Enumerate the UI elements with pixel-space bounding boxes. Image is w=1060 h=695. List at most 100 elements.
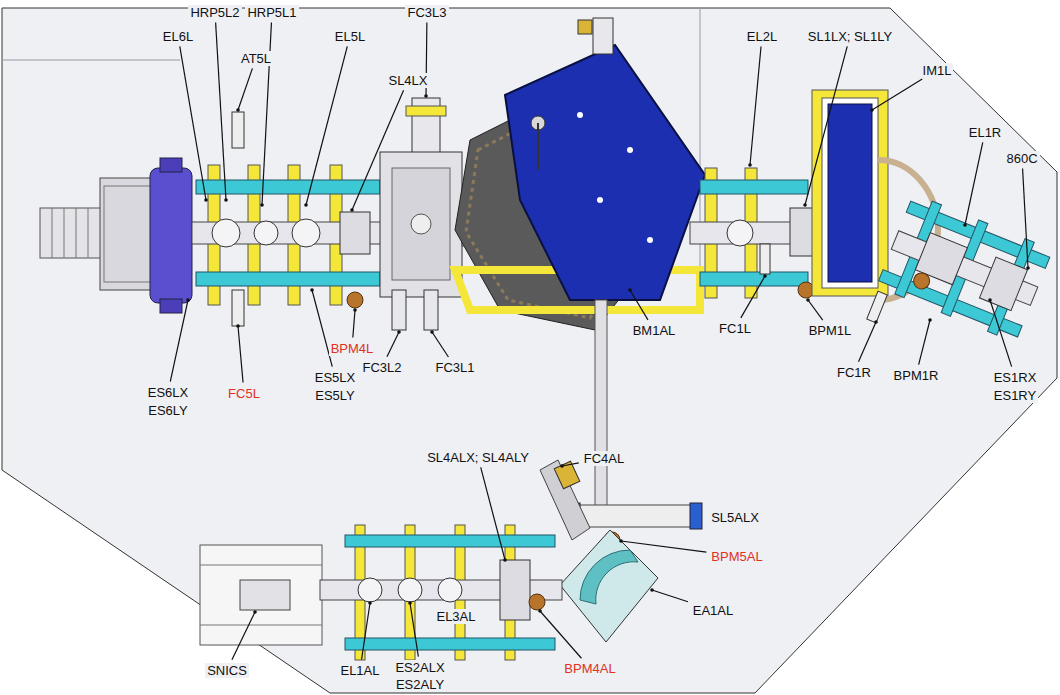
- leader-line: [621, 541, 706, 552]
- illustration-part: [700, 272, 808, 286]
- beamline-right: [690, 90, 938, 300]
- leader-end: [874, 320, 878, 324]
- leader-end: [628, 288, 632, 292]
- leader-end: [430, 330, 434, 334]
- part-label: EL1AL: [338, 663, 381, 678]
- illustration-part: [690, 503, 702, 529]
- part-label: ES2ALX: [393, 660, 446, 675]
- illustration-part: [867, 291, 888, 323]
- end-station: [40, 158, 192, 313]
- illustration-part: [380, 152, 462, 297]
- leader-end: [236, 108, 240, 112]
- leader-end: [928, 318, 932, 322]
- illustration-part: [760, 244, 770, 274]
- illustration-part: [104, 186, 154, 282]
- illustration-part: [700, 180, 808, 194]
- illustration-part: [292, 219, 320, 247]
- part-label: SL4LX: [386, 73, 429, 88]
- illustration-part: [411, 214, 431, 234]
- leader-end: [408, 601, 412, 605]
- leader-end: [503, 558, 507, 562]
- part-label: BPM4L: [329, 341, 376, 356]
- leader-end: [748, 163, 752, 167]
- illustration-part: [200, 625, 322, 626]
- part-label: FC5L: [226, 386, 262, 401]
- leader-end: [236, 324, 240, 328]
- illustration-part: [593, 18, 613, 54]
- illustration-part: [727, 220, 753, 246]
- illustration-part: [398, 578, 422, 602]
- illustration-part: [345, 638, 555, 650]
- part-label: ES1RX: [992, 370, 1039, 385]
- part-label: FC4AL: [582, 451, 626, 466]
- illustration-part: [254, 221, 278, 245]
- injection-line: [540, 300, 702, 642]
- illustration-part: [822, 98, 878, 288]
- leader-end: [988, 298, 992, 302]
- leader-line: [805, 46, 847, 205]
- part-label: FC3L3: [405, 5, 448, 20]
- leader-end: [763, 274, 767, 278]
- part-label: AT5L: [239, 51, 273, 66]
- illustration-part: [150, 168, 192, 303]
- illustration-part: [88, 208, 89, 258]
- part-label: FC1L: [717, 321, 753, 336]
- leader-end: [204, 198, 208, 202]
- leader-line: [630, 290, 648, 320]
- beamline-bottom: [200, 525, 562, 660]
- part-label: FC1R: [835, 365, 873, 380]
- illustration-part: [560, 530, 658, 642]
- leader-line: [1023, 168, 1028, 268]
- part-label: IM1L: [921, 63, 954, 78]
- illustration-part: [505, 45, 705, 300]
- illustration-part: [911, 271, 932, 292]
- illustration-part: [160, 158, 182, 172]
- leader-line: [180, 46, 206, 200]
- part-label: FC3L2: [360, 360, 403, 375]
- leader-line: [362, 603, 370, 660]
- illustration-part: [196, 272, 380, 286]
- part-label: FC3L1: [433, 360, 476, 375]
- illustration-part: [578, 20, 592, 34]
- part-label: EL2L: [745, 29, 779, 44]
- leader-line: [238, 326, 243, 383]
- leader-line: [170, 300, 188, 382]
- illustration-part: [570, 505, 700, 527]
- leader-line: [808, 300, 823, 320]
- leader-line: [872, 79, 922, 110]
- illustration-part: [627, 147, 633, 153]
- part-label: EL5L: [333, 29, 367, 44]
- leader-end: [424, 94, 428, 98]
- leader-end: [619, 539, 623, 543]
- part-label: SL4ALX; SL4ALY: [425, 450, 531, 465]
- illustration-part: [597, 197, 603, 203]
- illustration-part: [438, 578, 462, 602]
- leader-line: [481, 467, 505, 560]
- leader-line: [540, 611, 581, 658]
- leader-line: [741, 276, 765, 318]
- illustration-part: [2, 60, 180, 61]
- leader-end: [803, 203, 807, 207]
- leader-end: [304, 203, 308, 207]
- part-label: ES1RY: [992, 388, 1038, 403]
- leader-end: [1026, 266, 1030, 270]
- leader-line: [232, 612, 255, 660]
- illustration-part: [196, 180, 380, 194]
- beamline-left: [192, 112, 388, 326]
- illustration-part: [540, 460, 590, 540]
- leader-end: [186, 298, 190, 302]
- part-label: BPM1L: [807, 323, 854, 338]
- leader-end: [650, 588, 654, 592]
- illustration-part: [232, 290, 244, 326]
- leader-line: [352, 90, 404, 210]
- illustration-part: [828, 104, 872, 282]
- illustration-part: [500, 560, 530, 620]
- leader-line: [216, 22, 226, 200]
- illustration-part: [537, 123, 539, 170]
- part-label: EL3AL: [434, 609, 477, 624]
- part-label: EL6L: [161, 29, 195, 44]
- illustration-part: [554, 461, 580, 489]
